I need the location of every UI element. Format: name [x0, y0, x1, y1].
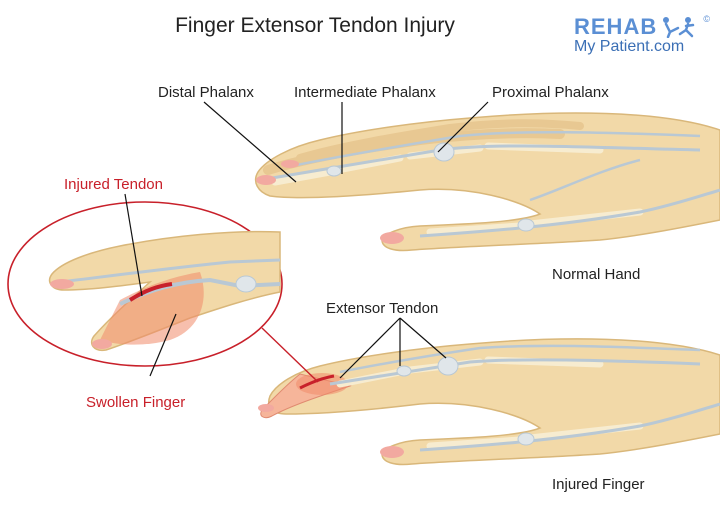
leader-distal-phalanx [203, 101, 297, 183]
label-intermediate-phalanx: Intermediate Phalanx [294, 84, 436, 101]
label-extensor-tendon: Extensor Tendon [326, 300, 439, 317]
leader-proximal-phalanx [437, 101, 489, 153]
label-normal-hand: Normal Hand [552, 266, 641, 283]
zoom-callout [7, 201, 319, 383]
normal-hand-illustration [254, 112, 720, 252]
label-proximal-phalanx: Proximal Phalanx [492, 84, 609, 101]
rehab-my-patient-logo: REHAB My Patient.com © [572, 14, 712, 60]
injured-hand-illustration [258, 338, 720, 466]
leader-lines [124, 101, 489, 379]
callout-connector-line [261, 327, 319, 383]
leader-extensor-tendon-3 [399, 317, 447, 359]
label-injured-tendon: Injured Tendon [64, 176, 163, 193]
copyright-mark: © [703, 14, 710, 24]
logo-line-1: REHAB [574, 14, 658, 39]
label-distal-phalanx: Distal Phalanx [158, 84, 254, 101]
label-swollen-finger: Swollen Finger [86, 394, 186, 411]
leader-extensor-tendon-1 [339, 317, 401, 379]
exercising-figure-icon [663, 17, 695, 38]
logo-line-2: My Patient.com [574, 38, 685, 55]
label-injured-finger: Injured Finger [552, 476, 645, 493]
leader-swollen-finger [149, 313, 177, 377]
diagram-title: Finger Extensor Tendon Injury [175, 14, 455, 37]
leader-injured-tendon [124, 193, 143, 297]
